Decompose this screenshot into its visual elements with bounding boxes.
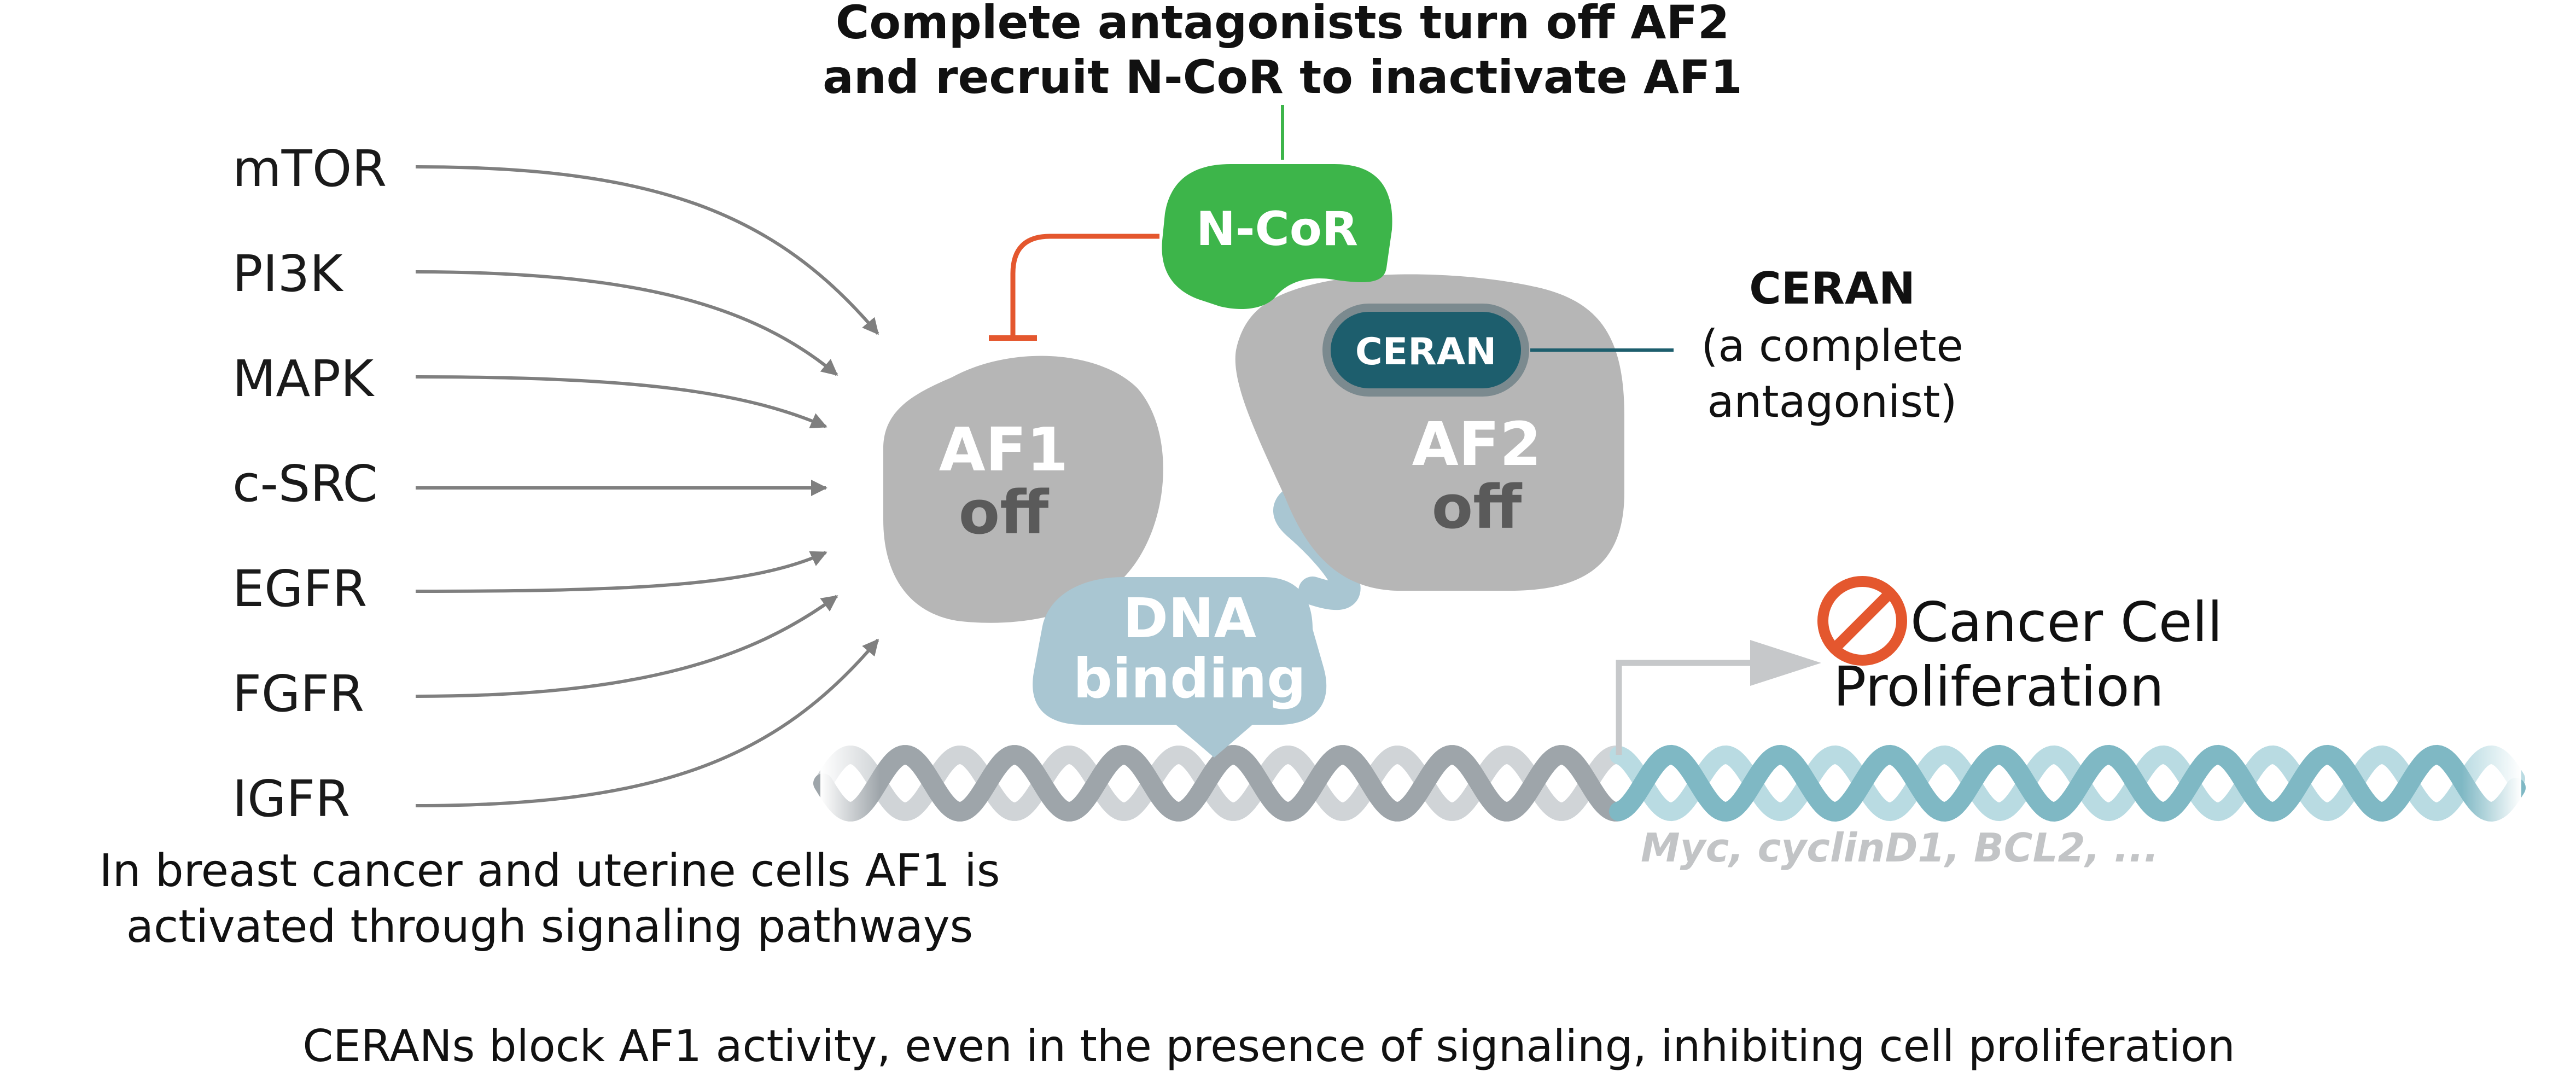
outcome-line-2: Proliferation [1833, 655, 2164, 719]
pathways-caption-line-1: In breast cancer and uterine cells AF1 i… [99, 845, 1000, 897]
af2-label: AF2 [1412, 409, 1542, 479]
pathway-label-c-src: c-SRC [232, 455, 378, 513]
pathway-arrow-mtor [415, 165, 879, 335]
ceran-note-line-2: (a complete [1701, 321, 1963, 371]
footer-caption: CERANs block AF1 activity, even in the p… [302, 1021, 2235, 1072]
ncor-corepressor: N-CoR [1162, 164, 1392, 309]
outcome-line-1: Cancer Cell [1910, 590, 2223, 654]
ceran-note-line-3: antagonist) [1707, 376, 1957, 427]
transcription-start-arrow [1616, 640, 1821, 755]
af1-state: off [959, 478, 1050, 548]
pathway-arrow-egfr [415, 551, 827, 593]
dna-binding-domain: DNA binding [1033, 577, 1327, 758]
header-line-2: and recruit N-CoR to inactivate AF1 [823, 50, 1742, 104]
pathway-arrows [415, 165, 879, 807]
pathway-arrow-igfr [415, 638, 879, 807]
pathway-arrow-fgfr [415, 595, 838, 698]
ncor-label: N-CoR [1196, 202, 1358, 257]
prohibition-icon [1817, 576, 1907, 666]
pathway-arrow-pi3k [415, 270, 838, 376]
target-genes-label: Myc, cyclinD1, BCL2, ... [1641, 825, 2159, 871]
ceran-molecule: CERAN [1322, 304, 1674, 397]
pathway-arrow-mapk [415, 375, 827, 429]
pathway-label-egfr: EGFR [232, 560, 367, 618]
af1-domain: AF1 off [883, 356, 1163, 623]
pathway-label-mapk: MAPK [232, 350, 375, 408]
pathway-label-pi3k: PI3K [232, 244, 344, 303]
dna-helix [813, 727, 2526, 837]
ceran-note-line-1: CERAN [1749, 263, 1915, 314]
dna-binding-label-2: binding [1073, 647, 1306, 711]
af1-label: AF1 [939, 415, 1069, 485]
ncor-inhibition-line [989, 234, 1159, 341]
pathway-list: mTOR PI3K MAPK c-SRC EGFR FGFR IGFR [232, 139, 387, 828]
header-line-1: Complete antagonists turn off AF2 [836, 0, 1730, 49]
pathways-caption-line-2: activated through signaling pathways [126, 901, 973, 953]
pathway-label-fgfr: FGFR [232, 665, 364, 723]
pathway-label-igfr: IGFR [232, 770, 350, 828]
dna-binding-label-1: DNA [1123, 586, 1256, 650]
af2-state: off [1432, 472, 1523, 542]
pathway-label-mtor: mTOR [232, 139, 387, 198]
ceran-pill-label: CERAN [1355, 330, 1496, 374]
